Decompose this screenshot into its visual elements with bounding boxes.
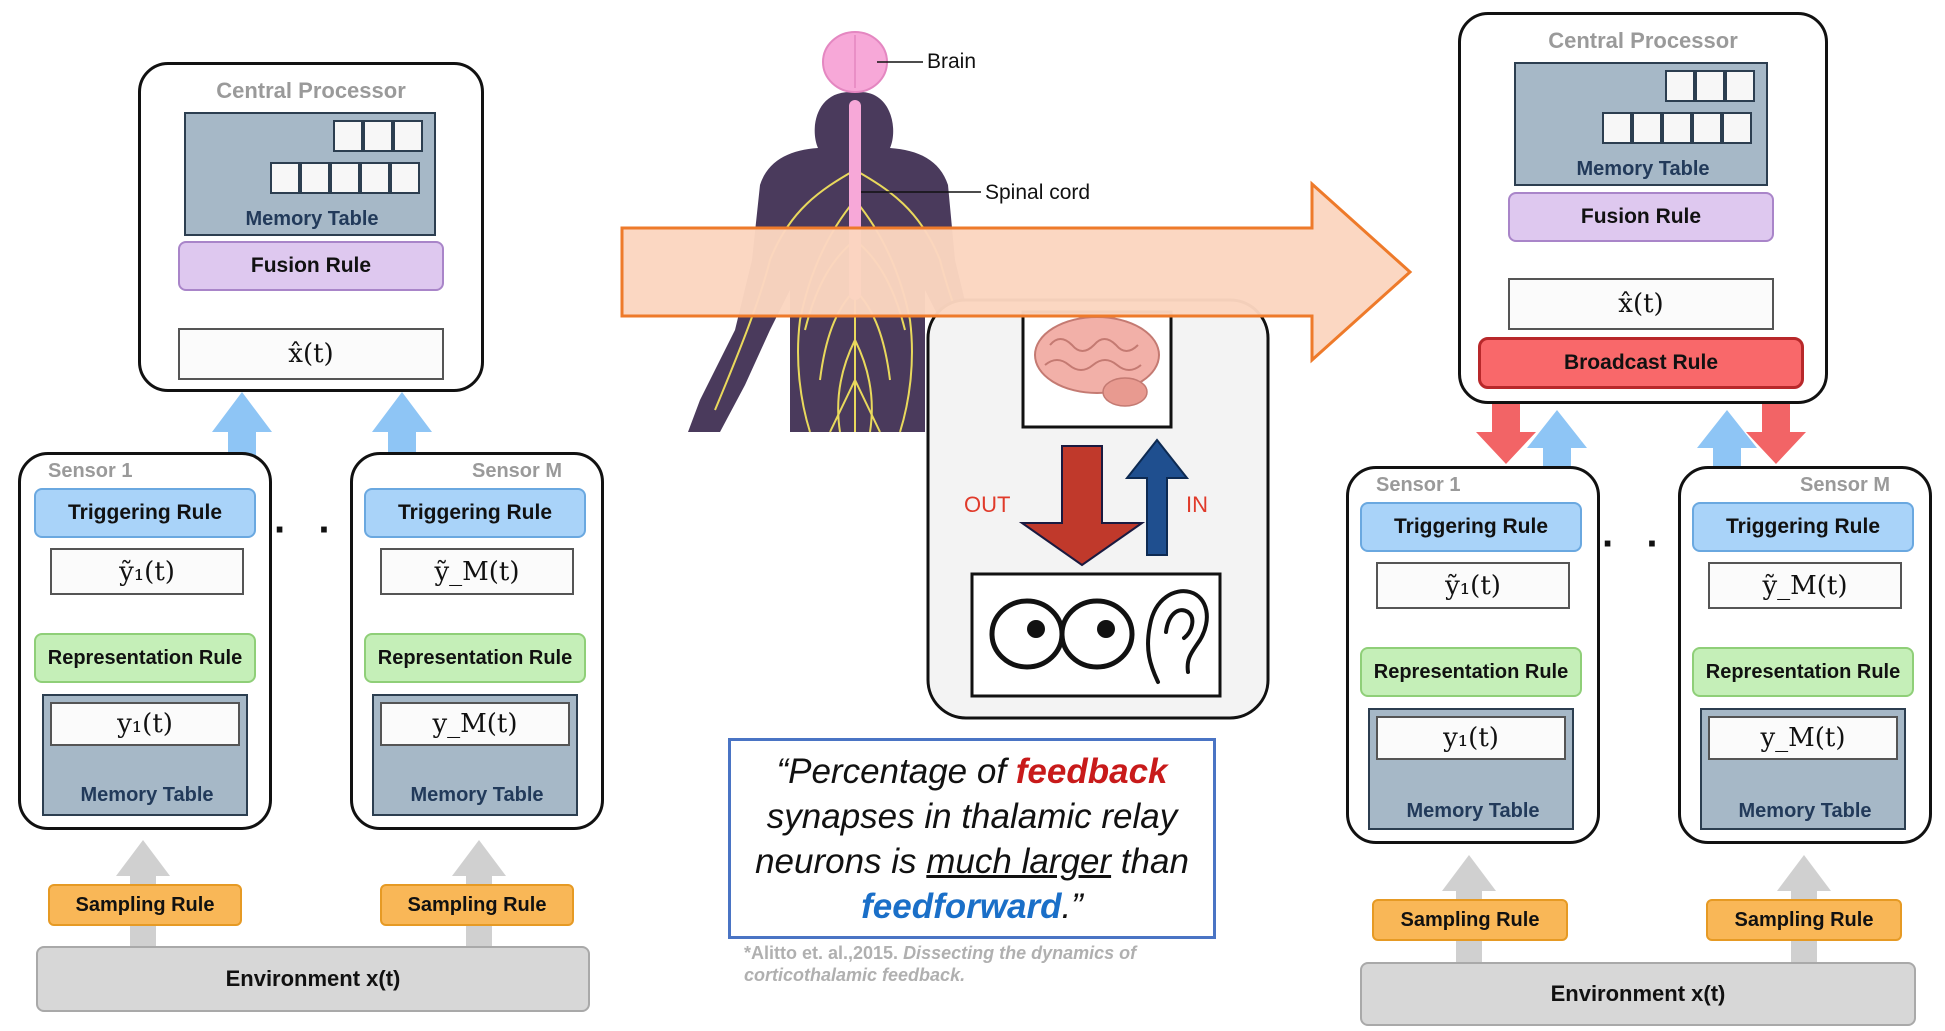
eye-icon xyxy=(989,598,1065,670)
spinal-cord-label: Spinal cord xyxy=(985,181,1091,204)
right-fusion-rule: Fusion Rule xyxy=(1508,192,1774,242)
memory-cell xyxy=(393,120,423,152)
brain-label: Brain xyxy=(927,50,977,73)
right-sensor-1-title: Sensor 1 xyxy=(1376,474,1461,496)
memory-cell xyxy=(1665,70,1695,102)
right-down-arrow-1 xyxy=(1476,386,1536,464)
left-xhat: x̂(t) xyxy=(178,328,444,380)
memory-table-label: Memory Table xyxy=(1406,800,1540,822)
citation-authors: *Alitto et. al.,2015. xyxy=(744,943,904,963)
left-sensor-m-representation-rule: Representation Rule xyxy=(364,633,586,683)
memory-cell xyxy=(1632,112,1662,144)
left-sensor-1-representation-rule: Representation Rule xyxy=(34,633,256,683)
right-sensor-1-sampling-rule: Sampling Rule xyxy=(1372,899,1568,941)
brain-icon xyxy=(1034,316,1160,407)
left-up-arrow-m xyxy=(372,392,432,485)
right-sensor-1-ytilde: ỹ₁(t) xyxy=(1376,562,1570,609)
memory-table-label: Memory Table xyxy=(410,784,544,806)
quote-close: .” xyxy=(1061,887,1083,926)
memory-cell xyxy=(330,162,360,194)
left-sensor-1-title: Sensor 1 xyxy=(48,460,133,482)
right-up-arrow-1 xyxy=(1527,410,1587,500)
right-sensor-m-sampling-rule: Sampling Rule xyxy=(1706,899,1902,941)
left-up-arrow-1 xyxy=(212,392,272,485)
memory-cell xyxy=(1695,70,1725,102)
big-transition-arrow xyxy=(620,180,1413,364)
left-sensor-1-memory-table: y₁(t) Memory Table xyxy=(42,694,248,816)
citation-title: Dissecting the dynamics of corticothalam… xyxy=(744,943,1137,985)
out-label: OUT xyxy=(964,492,1011,517)
memory-cell xyxy=(1662,112,1692,144)
left-sensor-1-triggering-rule: Triggering Rule xyxy=(34,488,256,538)
memory-cell xyxy=(333,120,363,152)
right-sensor-1-triggering-rule: Triggering Rule xyxy=(1360,502,1582,552)
right-sensor-m-ytilde: ỹ_M(t) xyxy=(1708,562,1902,609)
right-xhat: x̂(t) xyxy=(1508,278,1774,330)
memory-cell xyxy=(363,120,393,152)
right-central-memory-table: Memory Table xyxy=(1514,62,1768,186)
right-sensor-m-title: Sensor M xyxy=(1800,474,1891,496)
memory-table-label: Memory Table xyxy=(1738,800,1872,822)
ear-icon xyxy=(1146,589,1209,684)
memory-table-label: Memory Table xyxy=(1576,158,1710,180)
quote-text: “Percentage of feedback synapses in thal… xyxy=(731,741,1213,929)
left-sensor-1-sampling-rule: Sampling Rule xyxy=(48,884,242,926)
memory-cell xyxy=(1692,112,1722,144)
out-arrow xyxy=(1018,445,1146,567)
left-sensor-m-triggering-rule: Triggering Rule xyxy=(364,488,586,538)
right-down-arrow-m xyxy=(1746,386,1806,464)
memory-cell xyxy=(270,162,300,194)
left-sensor-m-memory-table: y_M(t) Memory Table xyxy=(372,694,578,816)
memory-cell xyxy=(390,162,420,194)
memory-cell xyxy=(360,162,390,194)
quote-box: “Percentage of feedback synapses in thal… xyxy=(728,738,1216,939)
right-sensor-1-memory-table: y₁(t) Memory Table xyxy=(1368,708,1574,830)
memory-cell xyxy=(1722,112,1752,144)
left-sensor-m-sampling-rule: Sampling Rule xyxy=(380,884,574,926)
right-sensor-m-memory-table: y_M(t) Memory Table xyxy=(1700,708,1906,830)
left-central-memory-table: Memory Table xyxy=(184,112,436,236)
quote-feedforward: feedforward xyxy=(861,887,1062,926)
left-environment: Environment x(t) xyxy=(36,946,590,1012)
left-sensor-m-ytilde: ỹ_M(t) xyxy=(380,548,574,595)
left-sensor-1-ytilde: ỹ₁(t) xyxy=(50,548,244,595)
quote-open: “Percentage of xyxy=(776,752,1016,791)
memory-cell xyxy=(1725,70,1755,102)
left-sensor-m-y: y_M(t) xyxy=(380,702,570,746)
memory-cell xyxy=(300,162,330,194)
right-sensor-1-representation-rule: Representation Rule xyxy=(1360,647,1582,697)
right-up-arrow-m xyxy=(1697,410,1757,500)
right-central-title: Central Processor xyxy=(1548,28,1738,53)
left-sensor-m-title: Sensor M xyxy=(472,460,563,482)
right-broadcast-rule: Broadcast Rule xyxy=(1478,337,1804,389)
left-central-title: Central Processor xyxy=(216,78,406,103)
memory-table-label: Memory Table xyxy=(245,208,379,230)
citation: *Alitto et. al.,2015. Dissecting the dyn… xyxy=(744,942,1164,986)
quote-feedback: feedback xyxy=(1015,752,1168,791)
memory-table-label: Memory Table xyxy=(80,784,214,806)
memory-cell xyxy=(1602,112,1632,144)
eye-icon xyxy=(1059,598,1135,670)
left-fusion-rule: Fusion Rule xyxy=(178,241,444,291)
right-sensor-m-triggering-rule: Triggering Rule xyxy=(1692,502,1914,552)
quote-underlined: much larger xyxy=(926,842,1112,881)
right-sensor-m-y: y_M(t) xyxy=(1708,716,1898,760)
in-label: IN xyxy=(1186,492,1208,517)
in-arrow xyxy=(1124,438,1190,556)
quote-mid1: synapses in thalamic relay neurons is xyxy=(755,797,1178,881)
left-sensor-1-y: y₁(t) xyxy=(50,702,240,746)
right-environment: Environment x(t) xyxy=(1360,962,1916,1026)
quote-mid2: than xyxy=(1111,842,1189,881)
right-sensor-m-representation-rule: Representation Rule xyxy=(1692,647,1914,697)
right-sensor-1-y: y₁(t) xyxy=(1376,716,1566,760)
